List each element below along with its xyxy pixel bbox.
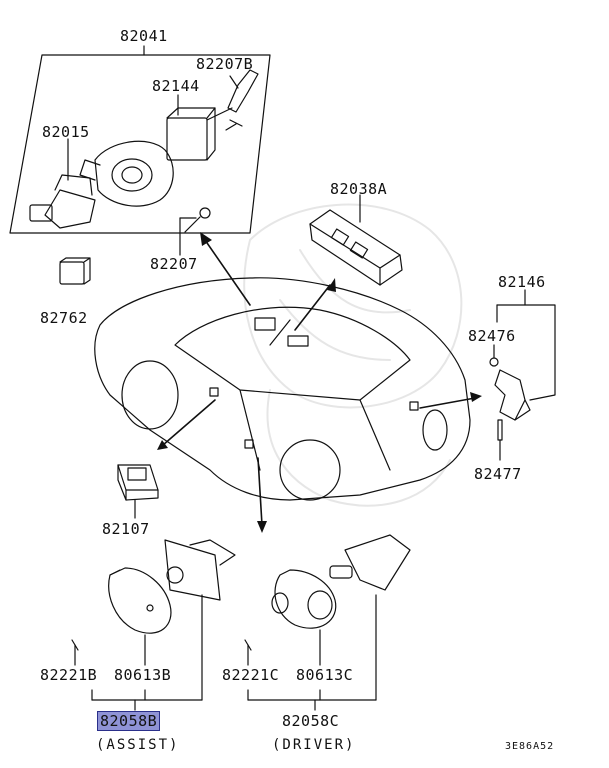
vehicle-outline <box>94 277 471 501</box>
courtesy-switch-assist <box>71 539 236 711</box>
pointer-arrows <box>162 239 476 526</box>
label-82146: 82146 <box>498 273 546 291</box>
diagram-code: 3E86A52 <box>505 741 555 752</box>
label-82207B: 82207B <box>196 55 254 73</box>
watermark-logo <box>243 203 463 507</box>
label-82221C: 82221C <box>222 666 280 684</box>
combination-switch-assembly <box>9 45 271 234</box>
relay-82762 <box>59 257 91 285</box>
label-82221B: 82221B <box>40 666 98 684</box>
label-82144: 82144 <box>152 77 200 95</box>
courtesy-switch-driver <box>244 534 411 711</box>
label-80613C: 80613C <box>296 666 354 684</box>
label-82058B-highlighted[interactable]: 82058B <box>97 711 161 731</box>
screw-82207 <box>179 207 211 256</box>
bracket-82146 <box>489 289 556 461</box>
label-82038A: 82038A <box>330 180 388 198</box>
caption-driver: (DRIVER) <box>272 737 356 753</box>
label-82477: 82477 <box>474 465 522 483</box>
switch-82107 <box>117 464 159 519</box>
arrow-heads <box>157 232 482 533</box>
caption-assist: (ASSIST) <box>96 737 180 753</box>
label-82015: 82015 <box>42 123 90 141</box>
label-80613B: 80613B <box>114 666 172 684</box>
power-window-switch-82038A <box>309 194 403 286</box>
label-82058C: 82058C <box>282 712 340 730</box>
label-82476: 82476 <box>468 327 516 345</box>
label-82107: 82107 <box>102 520 150 538</box>
label-82041: 82041 <box>120 27 168 45</box>
label-82207: 82207 <box>150 255 198 273</box>
label-82762: 82762 <box>40 309 88 327</box>
